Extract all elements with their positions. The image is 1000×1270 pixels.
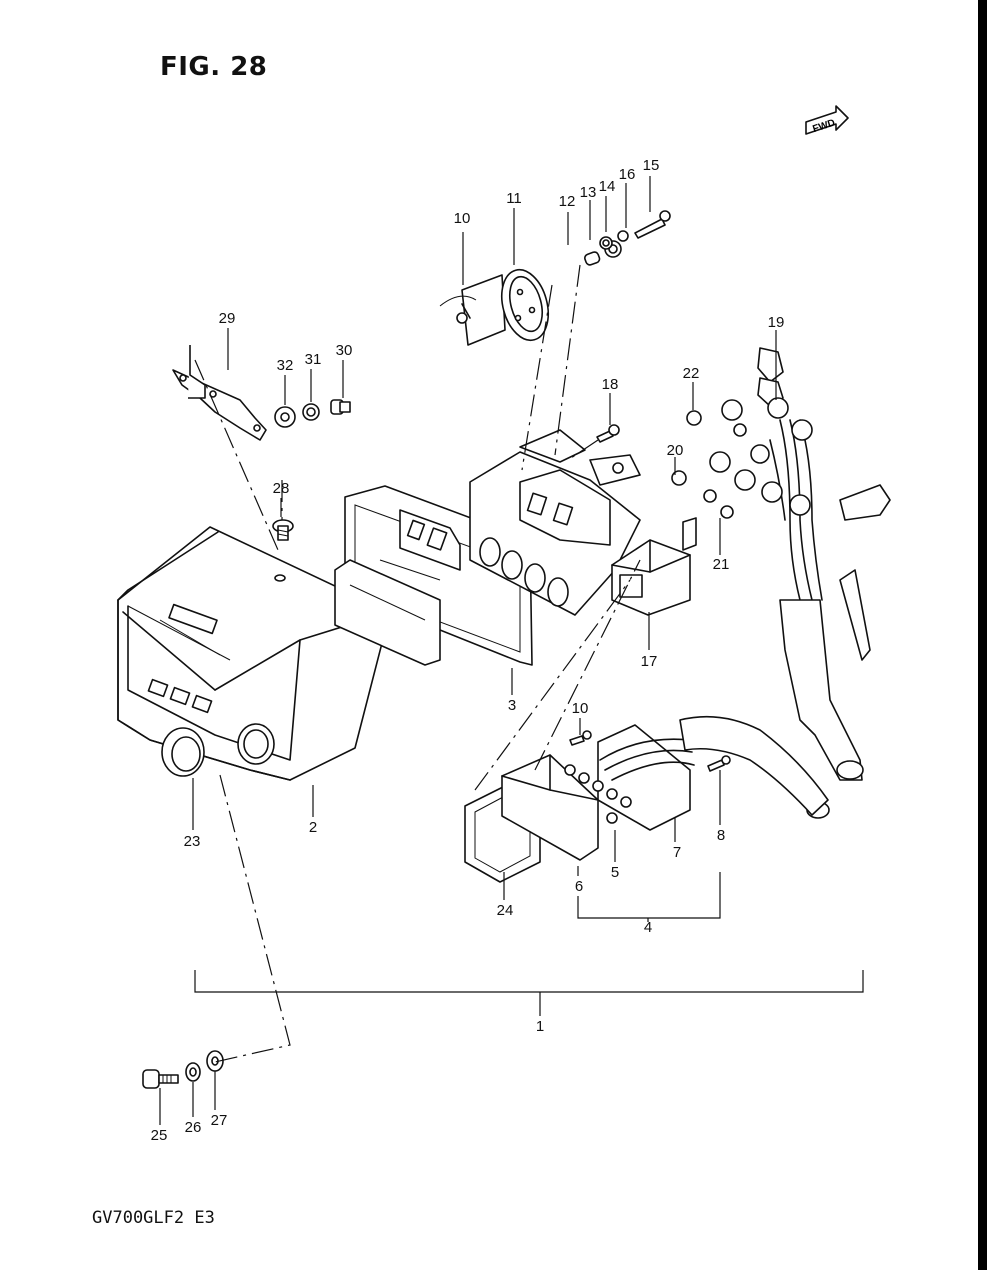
part-label: 27 <box>211 1112 228 1129</box>
part-label: 25 <box>151 1127 168 1144</box>
gauge-fasteners-part <box>584 210 671 266</box>
meter-housing-part <box>117 526 391 781</box>
part-label: 21 <box>713 556 730 573</box>
part-label: 13 <box>580 184 597 201</box>
part-label: 6 <box>575 878 583 895</box>
part-label: 26 <box>185 1119 202 1136</box>
part-label: 31 <box>305 351 322 368</box>
part-label: 8 <box>717 827 725 844</box>
part-label: 7 <box>673 844 681 861</box>
part-label: 2 <box>309 819 317 836</box>
part-label: 24 <box>497 902 514 919</box>
indicator-unit-part <box>464 715 829 883</box>
part-label: 15 <box>643 157 660 174</box>
gauge-assembly-part <box>439 268 550 346</box>
part-number-labels: 10 11 12 13 14 16 15 29 32 31 30 28 18 2… <box>151 157 785 1144</box>
part-label: 12 <box>559 193 576 210</box>
fwd-arrow-icon: FWD <box>805 105 849 135</box>
figure-title: FIG. 28 <box>160 52 268 82</box>
part-label: 1 <box>536 1018 544 1035</box>
part-label: 32 <box>277 357 294 374</box>
bottom-fasteners-part <box>142 1050 224 1089</box>
part-label: 18 <box>602 376 619 393</box>
part-label: 14 <box>599 178 616 195</box>
part-label: 19 <box>768 314 785 331</box>
part-label: 10 <box>454 210 471 227</box>
grommet-part <box>161 727 205 777</box>
leader-lines <box>159 176 864 1125</box>
assembly-lines <box>194 264 641 1063</box>
model-code: GV700GLF2 E3 <box>92 1208 215 1228</box>
part-label: 10 <box>572 700 589 717</box>
part-label: 30 <box>336 342 353 359</box>
part-label: 11 <box>506 190 522 207</box>
bracket-fasteners-part <box>274 399 351 428</box>
part-label: 23 <box>184 833 201 850</box>
page-edge-bar <box>978 0 987 1270</box>
part-label: 22 <box>683 365 700 382</box>
meter-case-part <box>469 429 641 616</box>
part-label: 3 <box>508 697 516 714</box>
part-label: 28 <box>273 480 290 497</box>
mounting-bracket-part <box>172 345 267 441</box>
part-label: 29 <box>219 310 236 327</box>
screw-18-part <box>596 424 620 443</box>
part-label: 5 <box>611 864 619 881</box>
screw-28-part <box>272 519 294 541</box>
indicator-housing-part <box>611 517 697 616</box>
part-label: 17 <box>641 653 658 670</box>
part-label: 16 <box>619 166 636 183</box>
part-label: 4 <box>644 919 652 936</box>
part-label: 20 <box>667 442 684 459</box>
